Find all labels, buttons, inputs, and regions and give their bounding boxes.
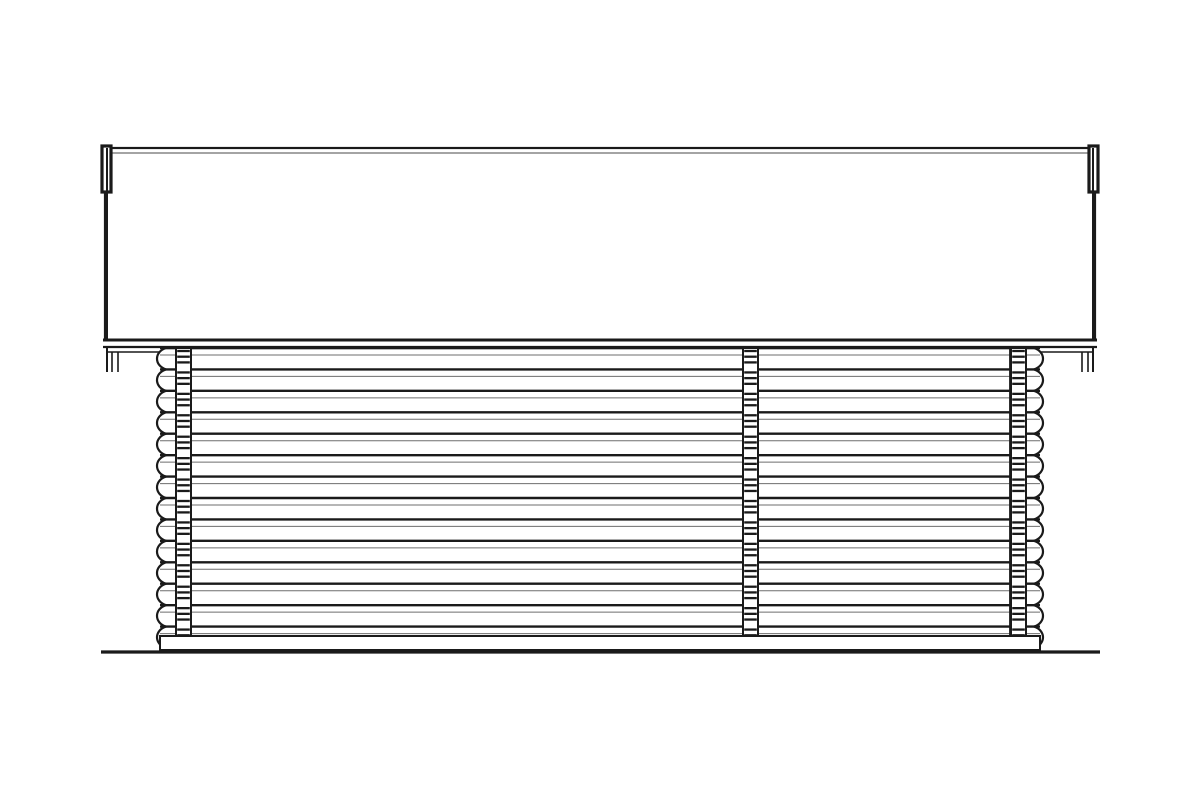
- middle-post: [742, 347, 759, 649]
- right-corner-post: [1010, 347, 1027, 649]
- vertical-post-group: [175, 347, 1027, 649]
- left-corner-post: [175, 347, 192, 649]
- base-plinth: [159, 635, 1041, 651]
- fascia-band: [103, 340, 1097, 347]
- fascia-assembly: [103, 338, 1097, 349]
- roof-assembly: [100, 144, 1100, 372]
- log-course-group: [160, 346, 1040, 650]
- log-wall-assembly: [155, 346, 1045, 650]
- roof-slab: [103, 146, 1097, 342]
- base-plinth-assembly: [159, 635, 1041, 651]
